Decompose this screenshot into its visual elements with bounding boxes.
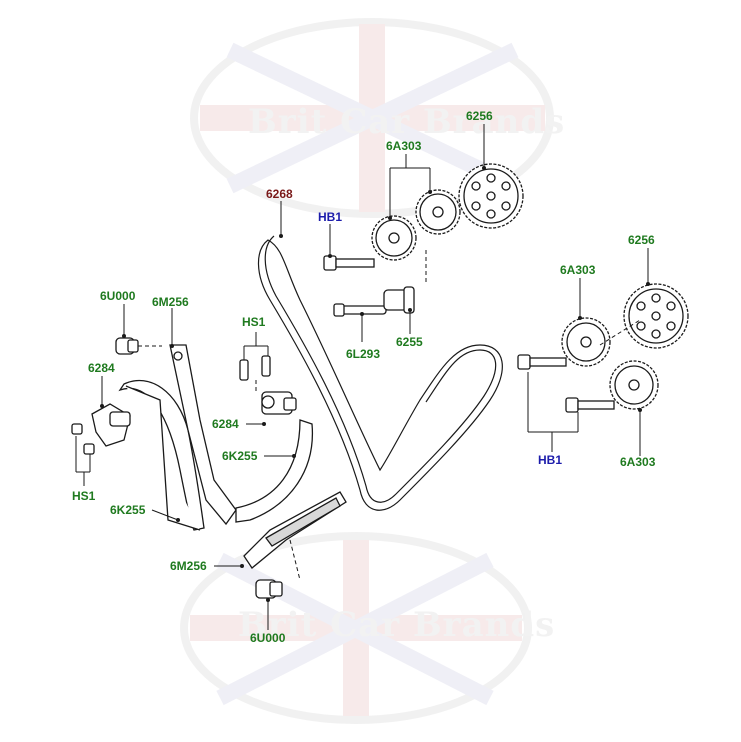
label-6m256-bottom: 6M256 — [170, 559, 207, 573]
label-6a303-top: 6A303 — [386, 139, 422, 153]
bolt-hb1-upper — [323, 255, 375, 271]
camshaft-sprocket-upper-large — [458, 163, 524, 229]
camshaft-sprocket-right-large — [623, 283, 689, 349]
label-6284-left: 6284 — [88, 361, 115, 375]
tensioner-6u000-upper — [115, 337, 139, 355]
bolt-hb1-right-upper — [517, 354, 567, 370]
camshaft-sprocket-upper-middle — [415, 189, 461, 235]
label-6u000-top: 6U000 — [100, 289, 136, 303]
tensioner-6284-middle — [261, 391, 297, 415]
bolts-hs1-left — [71, 423, 95, 455]
label-hb1-right: HB1 — [538, 453, 562, 467]
camshaft-sprocket-right-lower — [609, 360, 659, 410]
label-6k255-middle: 6K255 — [222, 449, 258, 463]
label-6256-right: 6256 — [628, 233, 655, 247]
label-6255: 6255 — [396, 335, 423, 349]
camshaft-sprocket-right-upper — [561, 317, 611, 367]
watermark-top-text: Brit Car Brands — [248, 102, 565, 142]
label-6m256-top: 6M256 — [152, 295, 189, 309]
collar-6255 — [383, 286, 415, 314]
watermark-bottom: Brit Car Brands — [180, 532, 555, 724]
label-6u000-bottom: 6U000 — [250, 631, 286, 645]
chain-guide-6k255-left — [118, 379, 205, 531]
label-hb1-top: HB1 — [318, 210, 342, 224]
tensioner-arm-6m256-bottom — [243, 491, 347, 569]
label-6k255-left: 6K255 — [110, 503, 146, 517]
label-6a303-right: 6A303 — [560, 263, 596, 277]
label-hs1-top: HS1 — [242, 315, 266, 329]
tensioner-6284-left — [91, 403, 131, 447]
bolt-hb1-right-lower — [565, 397, 615, 413]
bolts-hs1-upper — [239, 355, 271, 381]
watermark-bottom-text: Brit Car Brands — [238, 605, 555, 645]
label-hs1-left: HS1 — [72, 489, 96, 503]
tensioner-6u000-bottom — [255, 579, 283, 599]
camshaft-sprocket-upper-left — [371, 215, 417, 261]
shaft-6l293 — [333, 303, 387, 317]
label-6a303-bottom: 6A303 — [620, 455, 656, 469]
label-6284-middle: 6284 — [212, 417, 239, 431]
label-6268: 6268 — [266, 187, 293, 201]
label-6l293: 6L293 — [346, 347, 380, 361]
timing-chain — [257, 235, 503, 511]
leader-lines — [75, 124, 650, 630]
chain-guide-6k255-middle — [235, 419, 314, 523]
label-6256-top: 6256 — [466, 109, 493, 123]
part-labels: 6256 6A303 6268 HB1 6256 6A303 6U000 6M2… — [72, 109, 656, 645]
